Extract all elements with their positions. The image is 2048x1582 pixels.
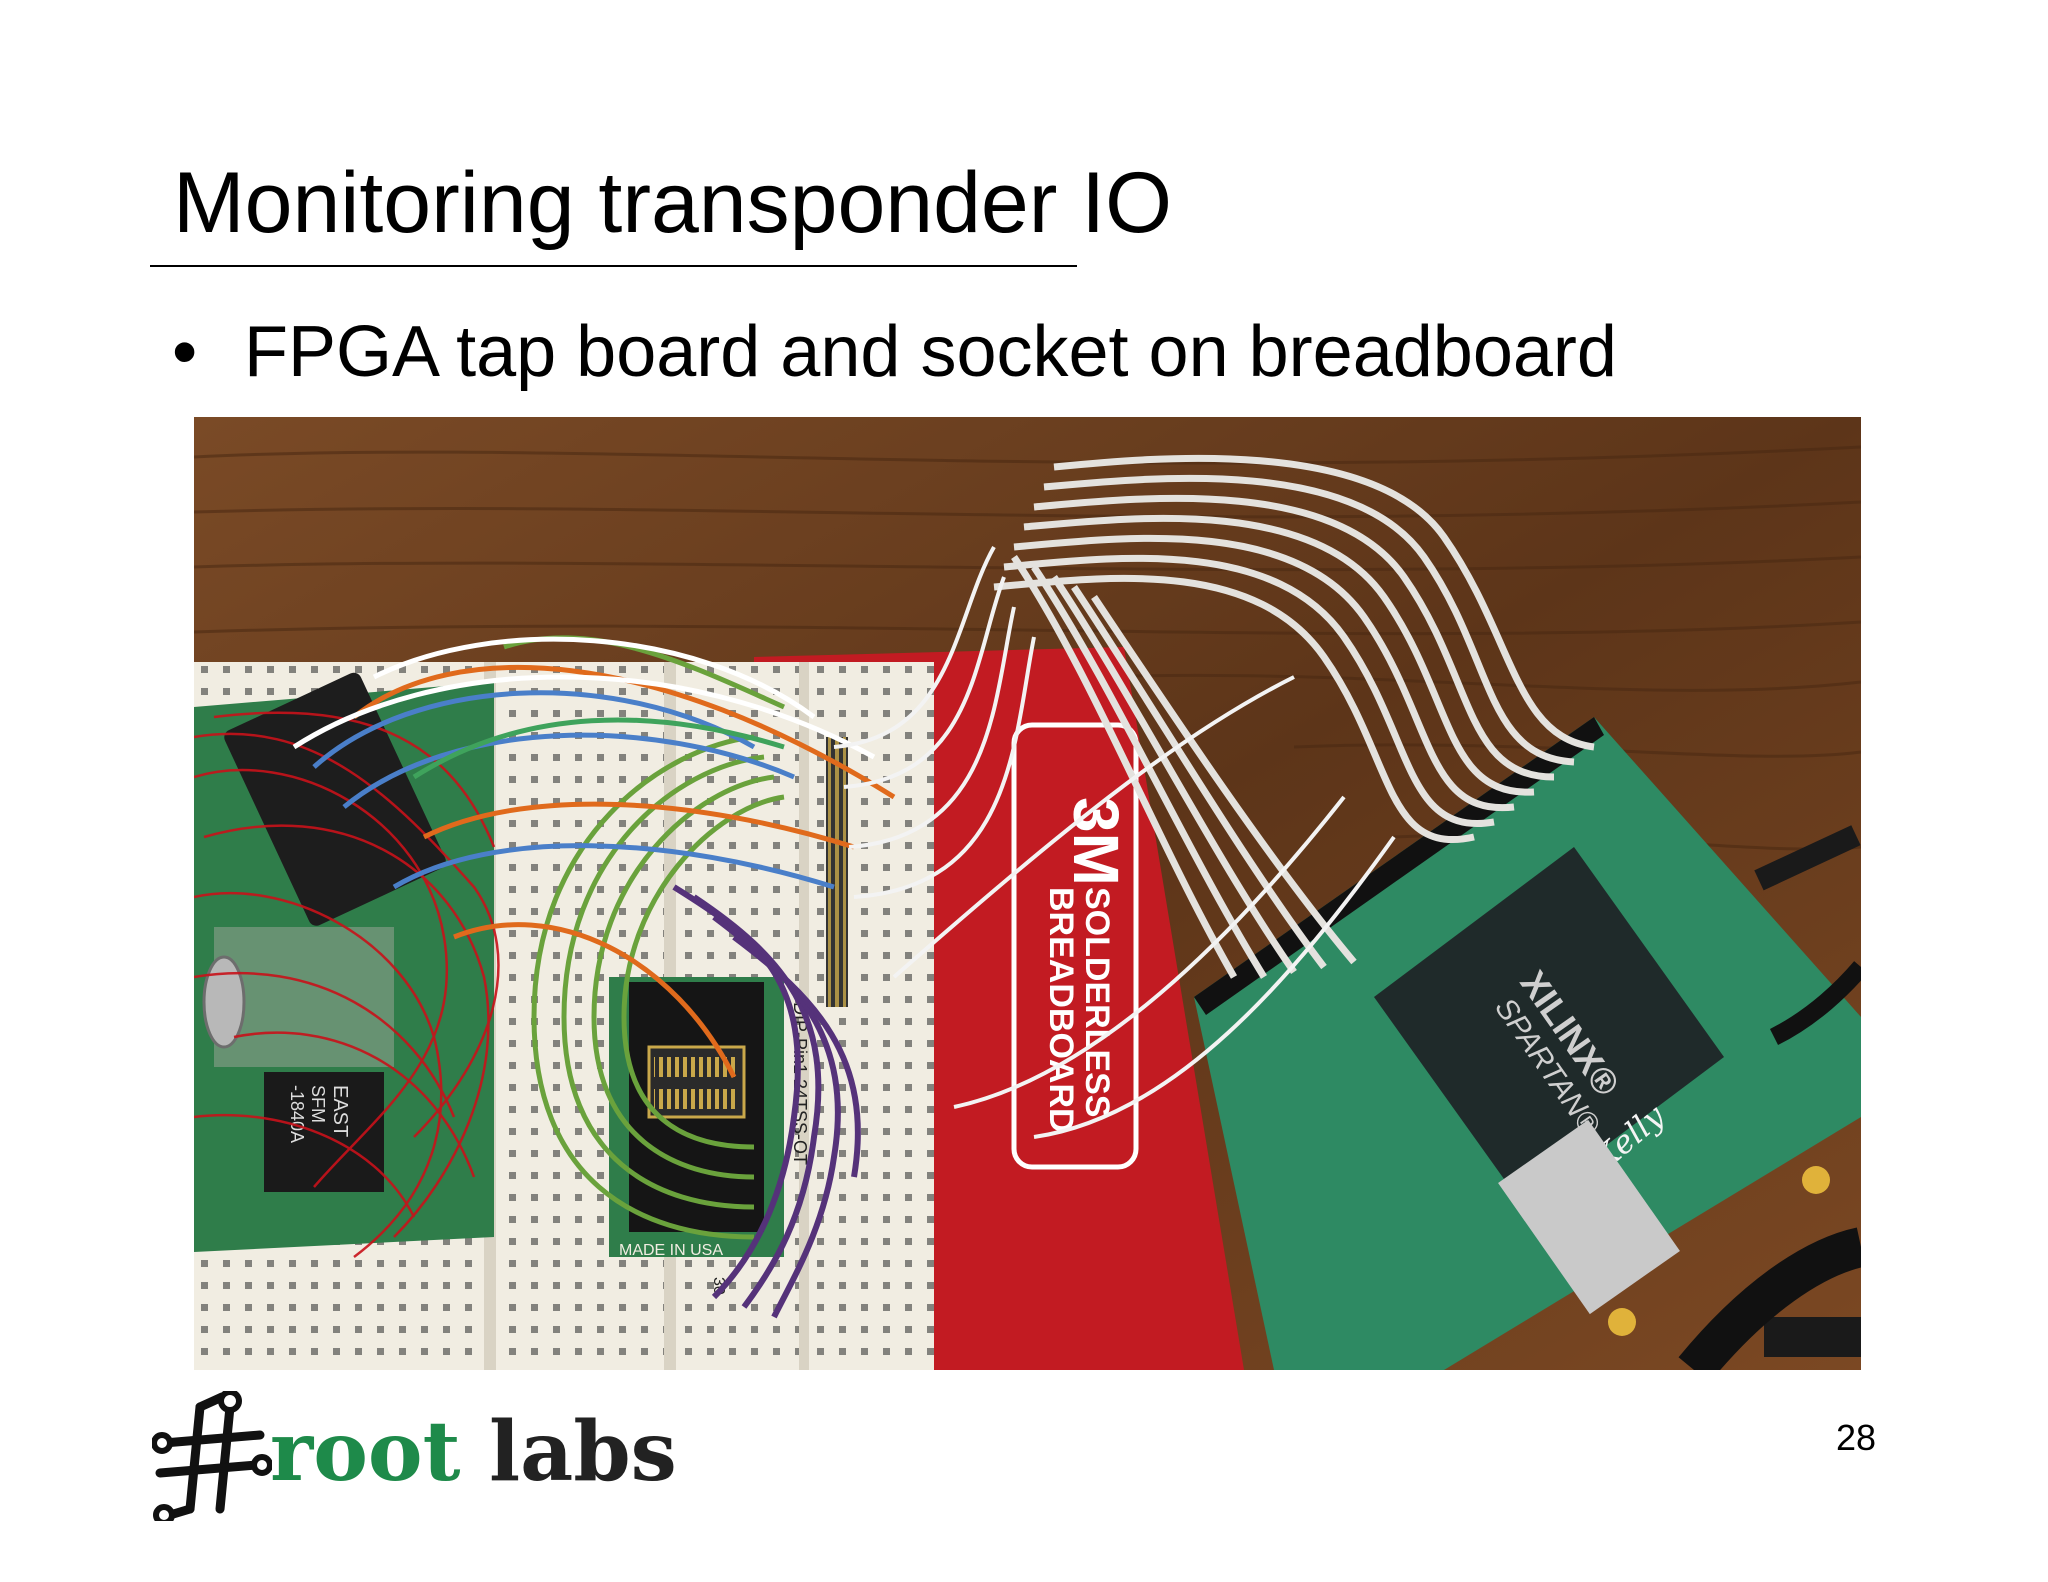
root-labs-logo: root labs	[152, 1391, 677, 1521]
svg-text:SFM: SFM	[308, 1085, 328, 1123]
white-wires	[833, 546, 1396, 1139]
power-cable	[1769, 961, 1861, 1046]
logo-wordmark: root labs	[270, 1411, 677, 1493]
east-chip: EAST SFM -1840A	[264, 1072, 384, 1192]
adapter-origin-label: MADE IN USA	[619, 1242, 723, 1259]
bullet-marker: •	[172, 312, 198, 392]
breadboard-label: 3M SOLDERLESS BREADBOARD	[1011, 722, 1139, 1170]
logo-word-root: root	[270, 1404, 461, 1500]
signal-wires	[292, 636, 896, 1079]
hardware-photo: 3M SOLDERLESS BREADBOARD EAST SFM -1840A	[194, 417, 1861, 1370]
slide-title: Monitoring transponder IO	[173, 155, 1173, 251]
red-wires	[194, 711, 500, 1258]
page-number: 28	[1836, 1417, 1877, 1458]
dip-socket	[224, 672, 446, 926]
svg-text:EAST: EAST	[329, 1085, 351, 1137]
ribbon-cable	[993, 454, 1595, 979]
bullet-text: FPGA tap board and socket on breadboard	[244, 312, 1617, 392]
purple-wires	[672, 884, 861, 1319]
svg-text:-1840A: -1840A	[287, 1085, 307, 1143]
bullet-item: •FPGA tap board and socket on breadboard	[172, 316, 1617, 388]
circuit-logo-icon	[152, 1391, 272, 1521]
hardware-photo-drawing: 3M SOLDERLESS BREADBOARD EAST SFM -1840A	[194, 417, 1861, 1370]
breadboard-text-1: SOLDERLESS	[1078, 887, 1116, 1117]
title-underline	[150, 265, 1077, 267]
breadboard-text-2: BREADBOARD	[1042, 887, 1080, 1133]
usb-connector	[1498, 1119, 1680, 1315]
brand-label: 3M	[1060, 797, 1132, 886]
usb-cable	[1678, 1227, 1861, 1370]
logo-word-labs: labs	[489, 1404, 677, 1500]
